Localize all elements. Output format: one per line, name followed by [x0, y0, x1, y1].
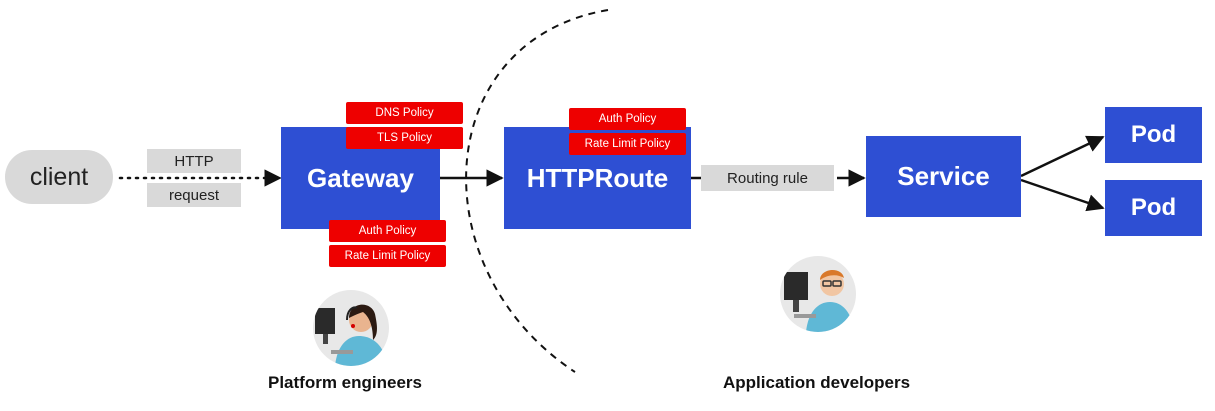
- application-developers-caption: Application developers: [723, 373, 911, 392]
- gateway-dns-policy: DNS Policy: [346, 102, 463, 124]
- request-label: request: [147, 183, 241, 207]
- httproute-rate-limit-policy: Rate Limit Policy: [569, 133, 686, 155]
- service-label: Service: [897, 161, 990, 191]
- man-at-computer-icon: [784, 269, 854, 332]
- service-to-pod-2-arrow: [1020, 178, 1105, 212]
- pod-box-1: Pod: [1105, 107, 1202, 163]
- httproute-auth-policy: Auth Policy: [569, 108, 686, 130]
- client-label: client: [29, 162, 89, 191]
- service-box: Service: [866, 136, 1021, 217]
- woman-at-computer-icon: [315, 304, 387, 366]
- http-label: HTTP: [147, 149, 241, 173]
- routing-rule-label: Routing rule: [701, 165, 834, 191]
- gateway-auth-policy: Auth Policy: [329, 220, 446, 242]
- gateway-rate-limit-policy: Rate Limit Policy: [329, 245, 446, 267]
- platform-engineer-avatar: [313, 290, 389, 366]
- persona-boundary-arc: [465, 9, 609, 373]
- pod-box-2: Pod: [1105, 180, 1202, 236]
- gateway-tls-policy-overlay: TLS Policy: [346, 127, 463, 149]
- client-node: client: [5, 150, 113, 204]
- gateway-label: Gateway: [307, 162, 414, 193]
- application-developer-avatar: [780, 256, 856, 332]
- httproute-label: HTTPRoute: [526, 162, 669, 193]
- platform-engineers-caption: Platform engineers: [268, 373, 422, 392]
- service-to-pod-1-arrow: [1020, 135, 1105, 178]
